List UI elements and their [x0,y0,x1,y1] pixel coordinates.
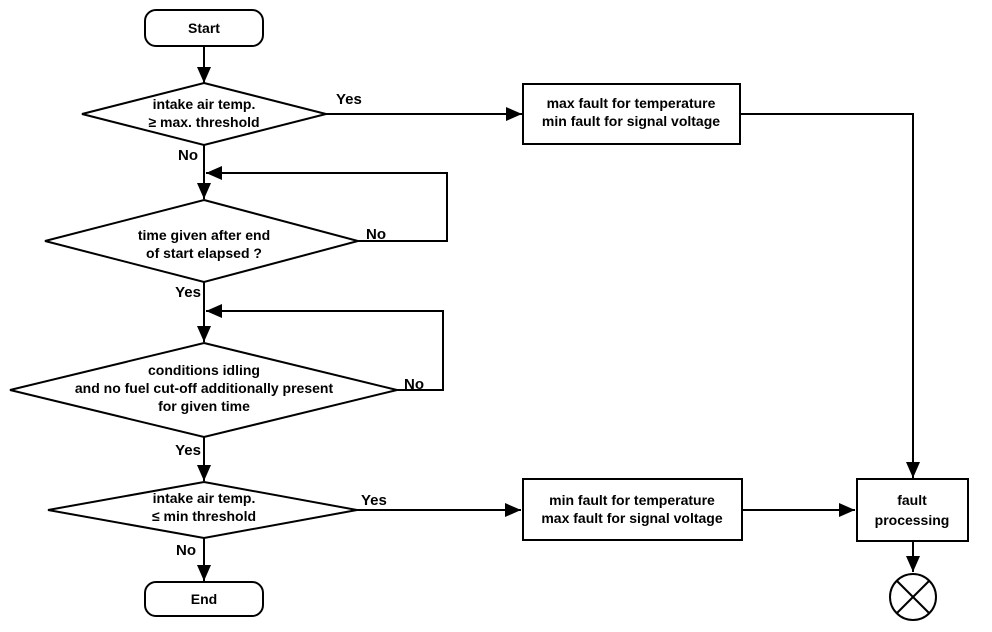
decision-idle-conditions-text-line-1: conditions idling [148,362,260,378]
decision-idle-conditions-text-line-2: and no fuel cut-off additionally present [75,380,334,396]
branch-label-time-elapsed-yes: Yes [175,284,201,301]
branch-label-max-temp-yes: Yes [336,91,362,108]
loop-decision-time-elapsed-no [206,166,448,242]
decision-time-elapsed-text-line-2: of start elapsed ? [146,245,262,261]
branch-label-time-elapsed-no: No [366,226,386,243]
decision-min-temp-text-line-2: ≤ min threshold [152,508,256,524]
start-label: Start [188,20,220,36]
process-min-fault-node [522,478,743,541]
process-fault-processing-node [856,478,969,542]
edge-process-max-fault-to-fault-processing [740,113,920,478]
branch-label-max-temp-no: No [178,147,198,164]
end-node [144,581,264,617]
end-label: End [191,591,217,607]
decision-max-temp-text-line-2: ≥ max. threshold [148,114,259,130]
process-max-fault-text-line-2: min fault for signal voltage [542,113,720,129]
crossed-circle-diagonal-2 [896,580,930,614]
branch-label-min-temp-no: No [176,542,196,559]
process-min-fault-text-line-2: max fault for signal voltage [541,510,722,526]
loop-decision-idle-conditions-no [206,304,444,391]
branch-label-min-temp-yes: Yes [361,492,387,509]
branch-label-idle-conditions-yes: Yes [175,442,201,459]
process-min-fault-text-line-1: min fault for temperature [549,492,715,508]
process-fault-processing-text-line-2: processing [875,512,950,528]
branch-label-idle-conditions-no: No [404,376,424,393]
process-max-fault-node [522,83,741,145]
process-fault-processing-text-line-1: fault [897,492,927,508]
decision-min-temp-text-line-1: intake air temp. [153,490,256,506]
decision-time-elapsed-text-line-1: time given after end [138,227,270,243]
process-max-fault-text-line-1: max fault for temperature [547,95,716,111]
decision-max-temp-text-line-1: intake air temp. [153,96,256,112]
decision-idle-conditions-text-line-3: for given time [158,398,250,414]
